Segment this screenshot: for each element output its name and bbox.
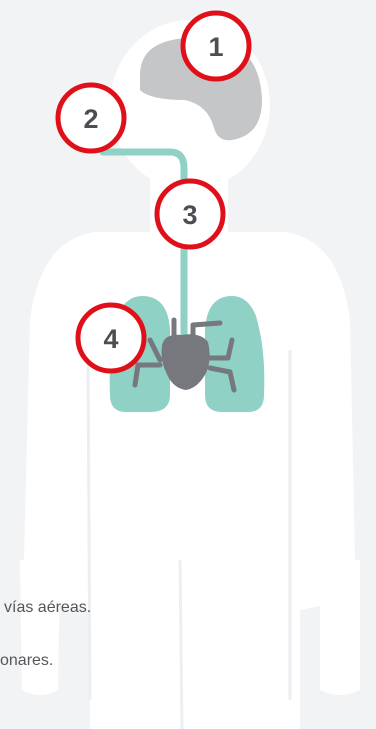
caption-line-1: vías aéreas. [4, 599, 91, 616]
left-hand [20, 560, 60, 695]
callout-4[interactable]: 4 [78, 305, 144, 371]
right-hand [320, 560, 360, 695]
callout-number: 3 [182, 200, 197, 230]
callout-number: 1 [208, 32, 223, 62]
caption-line-2: onares. [0, 652, 53, 669]
callout-3[interactable]: 3 [157, 181, 223, 247]
callout-number: 4 [103, 324, 118, 354]
callout-number: 2 [83, 104, 98, 134]
callout-2[interactable]: 2 [58, 85, 124, 151]
callout-1[interactable]: 1 [183, 13, 249, 79]
